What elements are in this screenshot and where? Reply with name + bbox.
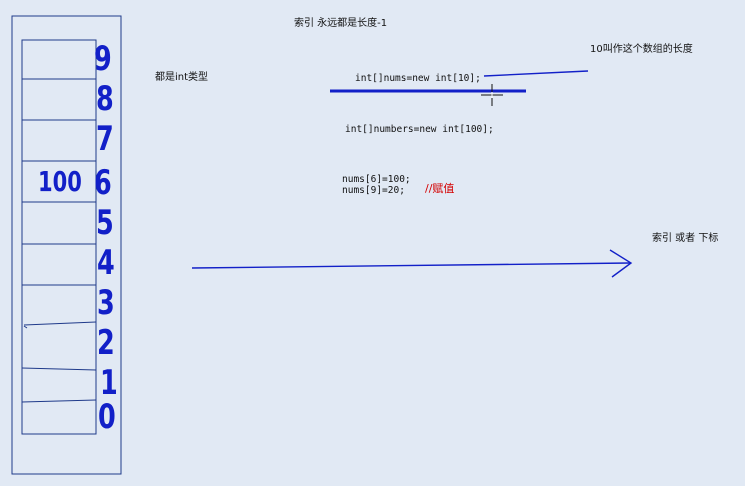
index-6: 6 [94, 163, 112, 203]
assign-comment: //赋值 [425, 182, 455, 195]
index-3: 3 [97, 283, 115, 323]
index-0: 0 [98, 397, 116, 437]
array-cells [21, 39, 97, 435]
array-cell-9 [21, 39, 97, 80]
hand-drawn-dividers [21, 321, 97, 403]
array-cell-8 [21, 78, 97, 121]
index-or-subscript-label: 索引 或者 下标 [652, 233, 719, 244]
array-cell-4 [21, 243, 97, 286]
int-type-note: 都是int类型 [155, 72, 209, 83]
index-4: 4 [97, 243, 115, 283]
index-7: 7 [96, 119, 114, 159]
code-line-2: int[]numbers=new int[100]; [345, 124, 494, 135]
cell-6-value: 100 [38, 165, 82, 198]
index-1: 1 [100, 363, 118, 403]
length-pointer-line [483, 70, 589, 77]
code-line-4: nums[9]=20; [342, 185, 405, 196]
array-outer-frame [11, 15, 122, 475]
array-length-note: 10叫作这个数组的长度 [590, 44, 693, 55]
array-cell-7 [21, 119, 97, 162]
index-9: 9 [94, 39, 112, 79]
crosshair-cursor-icon [481, 84, 503, 106]
index-5: 5 [96, 203, 114, 243]
index-arrow [191, 249, 633, 278]
title-note: 索引 永远都是长度-1 [294, 18, 388, 29]
array-cell-3 [21, 284, 97, 435]
array-cell-5 [21, 201, 97, 245]
index-2: 2 [97, 323, 115, 363]
code-line-3: nums[6]=100; [342, 174, 411, 185]
code-line-1: int[]nums=new int[10]; [355, 73, 481, 84]
index-8: 8 [96, 79, 114, 119]
